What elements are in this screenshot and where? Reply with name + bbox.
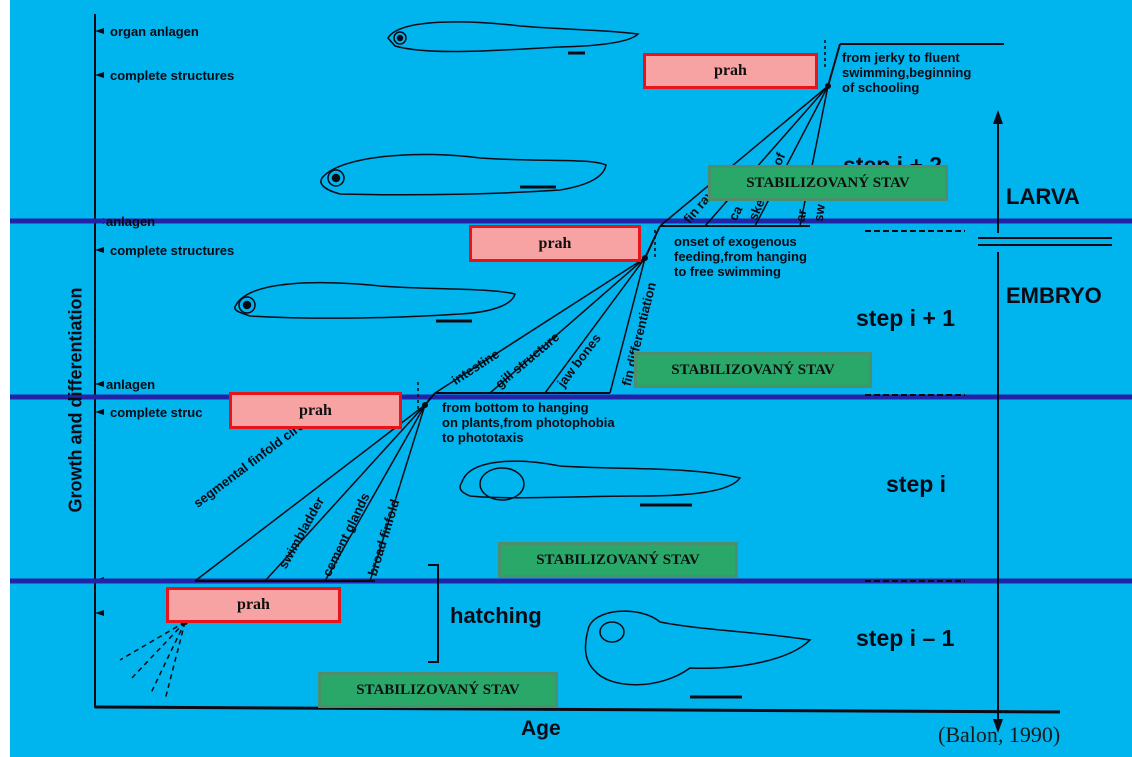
stable-state-box: STABILIZOVANÝ STAV	[498, 542, 738, 578]
stable-state-box: STABILIZOVANÝ STAV	[708, 165, 948, 201]
stable-state-box: STABILIZOVANÝ STAV	[318, 672, 558, 708]
y-axis-label: Growth and differentiation	[66, 288, 87, 513]
annotation-hatching: hatching	[450, 603, 542, 629]
tick-label-complete-structures: complete structures	[110, 68, 234, 83]
step-label-i: step i	[886, 471, 946, 498]
tick-label-organ-anlagen: organ anlagen	[110, 24, 199, 39]
line-label-air: ar	[793, 208, 810, 223]
tick-label-complete-structures: complete struc	[110, 405, 202, 420]
stage-label-larva: LARVA	[1006, 184, 1080, 210]
threshold-box: prah	[166, 587, 341, 623]
tick-label-anlagen: anlagen	[106, 214, 155, 229]
threshold-box: prah	[643, 53, 818, 89]
annotation-schooling: from jerky to fluent swimming,beginning …	[842, 50, 971, 95]
tick-label-anlagen: anlagen	[106, 377, 155, 392]
stage-label-embryo: EMBRYO	[1006, 283, 1102, 309]
threshold-box: prah	[469, 225, 641, 262]
citation: (Balon, 1990)	[938, 722, 1060, 748]
threshold-box: prah	[229, 392, 402, 429]
stable-state-box: STABILIZOVANÝ STAV	[634, 352, 872, 388]
x-axis-label: Age	[521, 717, 561, 741]
step-label-i-minus-1: step i – 1	[856, 625, 954, 652]
annotation-exogenous-feeding: onset of exogenous feeding,from hanging …	[674, 234, 807, 279]
tick-label-complete-structures: complete structures	[110, 243, 234, 258]
step-label-i-plus-1: step i + 1	[856, 305, 955, 332]
x-axis	[95, 707, 1060, 712]
annotation-phototaxis: from bottom to hanging on plants,from ph…	[442, 400, 615, 445]
